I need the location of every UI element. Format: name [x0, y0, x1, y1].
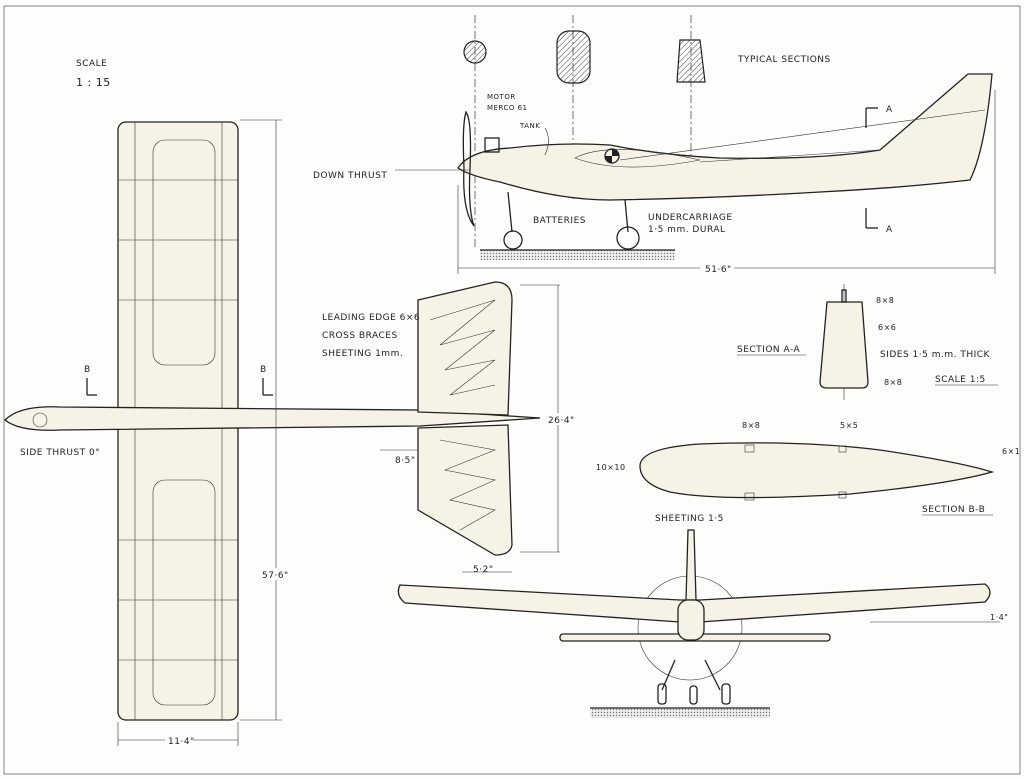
ground [480, 250, 675, 260]
section-tapered [676, 39, 706, 83]
side-thrust-label: SIDE THRUST 0° [20, 448, 100, 458]
tail-span-dimension: 26·4" [548, 416, 575, 426]
sheeting-label: SHEETING 1mm. [322, 349, 403, 359]
engine [484, 137, 500, 153]
section-bb-title: SECTION B-B [922, 505, 985, 515]
length-dimension: 51·6" [705, 265, 732, 275]
cross-braces-label: CROSS BRACES [322, 331, 398, 341]
propeller [462, 110, 475, 227]
down-thrust-label: DOWN THRUST [313, 171, 387, 181]
front-view: 1·4" [397, 529, 1008, 718]
wing-section [639, 442, 995, 499]
tail-root-dimension: 8·5" [395, 456, 415, 466]
tailplane-left [417, 281, 513, 416]
nose-wheel [503, 230, 523, 250]
section-bb-front-spar: 8×8 [742, 421, 760, 430]
section-bb-rear-spar: 5×5 [840, 421, 858, 430]
fuselage-side [457, 73, 993, 201]
section-bb-trailing-edge: 6×1 [1002, 447, 1020, 456]
motor-label: MOTOR [487, 93, 516, 101]
section-bb: 8×8 5×5 10×10 6×1 SHEETING 1·5 SECTION B… [596, 421, 1020, 524]
tailplane-right [417, 424, 513, 556]
wing-span-dimension: 57·6" [262, 571, 289, 581]
section-bb-sheeting: SHEETING 1·5 [655, 514, 724, 524]
wing-chord-dimension: 11·4" [168, 737, 195, 747]
plan-view: LEADING EDGE 6×6 CROSS BRACES SHEETING 1… [4, 119, 575, 747]
section-bb-leading-edge: 10×10 [596, 463, 626, 472]
scale-block: SCALE 1 : 15 [76, 59, 111, 89]
fuselage-front [677, 599, 705, 641]
section-b-mark-right: B [260, 365, 267, 375]
section-a-mark-top: A [886, 105, 893, 115]
undercarriage-material-label: 1·5 mm. DURAL [648, 225, 726, 235]
motor-model-label: MERCO 61 [487, 104, 528, 112]
leading-edge-label: LEADING EDGE 6×6 [322, 313, 420, 323]
tank-label: TANK [519, 122, 540, 130]
fin-front [685, 529, 697, 601]
typical-sections-label: TYPICAL SECTIONS [737, 55, 831, 65]
section-oval [556, 30, 591, 84]
section-aa-side-spar: 6×6 [878, 323, 896, 332]
fuselage-plan [4, 406, 541, 431]
section-aa-bottom-spar: 8×8 [884, 378, 902, 387]
side-view: TYPICAL SECTIONS DOWN THRUST MOTOR MERCO… [313, 15, 996, 275]
section-a-mark-bottom: A [886, 225, 893, 235]
sheet-border [3, 5, 1021, 775]
section-aa-sides: SIDES 1·5 m.m. THICK [880, 350, 991, 360]
batteries-label: BATTERIES [533, 216, 586, 226]
scale-label: SCALE [76, 59, 107, 69]
section-round [463, 40, 487, 64]
section-aa-title: SECTION A-A [737, 345, 801, 355]
undercarriage-label: UNDERCARRIAGE [648, 213, 733, 223]
section-aa: 8×8 6×6 SIDES 1·5 m.m. THICK 8×8 SECTION… [737, 284, 998, 400]
main-wheel [616, 226, 640, 250]
section-scale: SCALE 1:5 [935, 375, 986, 385]
section-b-mark-left: B [84, 365, 91, 375]
section-aa-top-spar: 8×8 [876, 296, 894, 305]
tail-tip-dimension: 5·2" [473, 565, 493, 575]
dihedral-dimension: 1·4" [990, 613, 1008, 622]
scale-value: 1 : 15 [76, 76, 111, 89]
